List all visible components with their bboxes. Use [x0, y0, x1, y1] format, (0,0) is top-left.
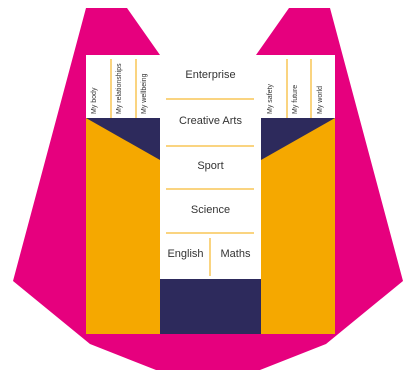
right-orange-block	[261, 118, 335, 334]
label-creative-arts: Creative Arts	[179, 115, 242, 127]
label-my-future: My future	[292, 84, 299, 114]
label-maths: Maths	[220, 248, 251, 260]
right-navy-wedge	[261, 118, 335, 160]
label-my-body: My body	[91, 87, 98, 114]
left-navy-wedge	[86, 118, 160, 160]
left-tower-panel	[86, 55, 160, 118]
right-tower-panel	[261, 55, 335, 118]
label-enterprise: Enterprise	[185, 69, 236, 81]
label-english: English	[167, 248, 204, 260]
label-my-wellbeing: My wellbeing	[141, 73, 148, 114]
label-my-relationships: My relationships	[116, 63, 123, 114]
label-sport: Sport	[197, 160, 224, 172]
center-navy-base	[160, 279, 261, 334]
label-my-world: My world	[317, 85, 324, 114]
left-orange-block	[86, 118, 160, 334]
label-science: Science	[190, 204, 231, 216]
label-my-safety: My safety	[267, 84, 274, 114]
